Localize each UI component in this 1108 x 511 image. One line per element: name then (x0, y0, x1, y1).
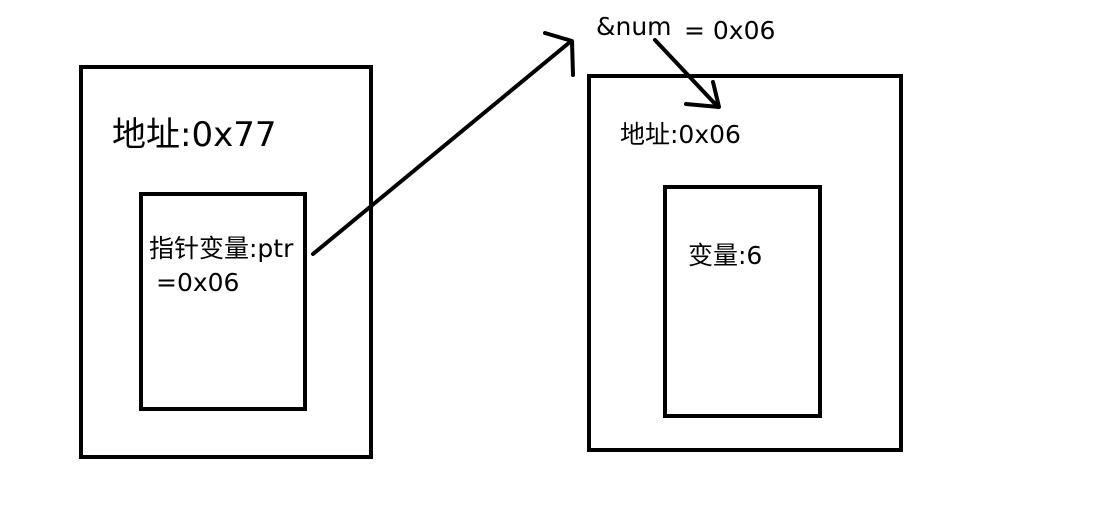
variable-value-label: 变量:6 (688, 241, 763, 270)
left-inner-pointer-box (139, 192, 307, 411)
right-outer-memory-box (587, 74, 903, 452)
right-inner-variable-box (663, 185, 822, 418)
left-outer-memory-box (79, 65, 373, 459)
address-of-operator-label: &num (596, 12, 672, 41)
pointer-value-label: =0x06 (156, 268, 240, 297)
right-address-label: 地址:0x06 (620, 120, 741, 149)
left-address-label: 地址:0x77 (112, 115, 277, 155)
pointer-arrow-head (543, 31, 575, 77)
pointer-variable-label: 指针变量:ptr (149, 234, 294, 263)
address-of-value-label: = 0x06 (684, 16, 776, 45)
